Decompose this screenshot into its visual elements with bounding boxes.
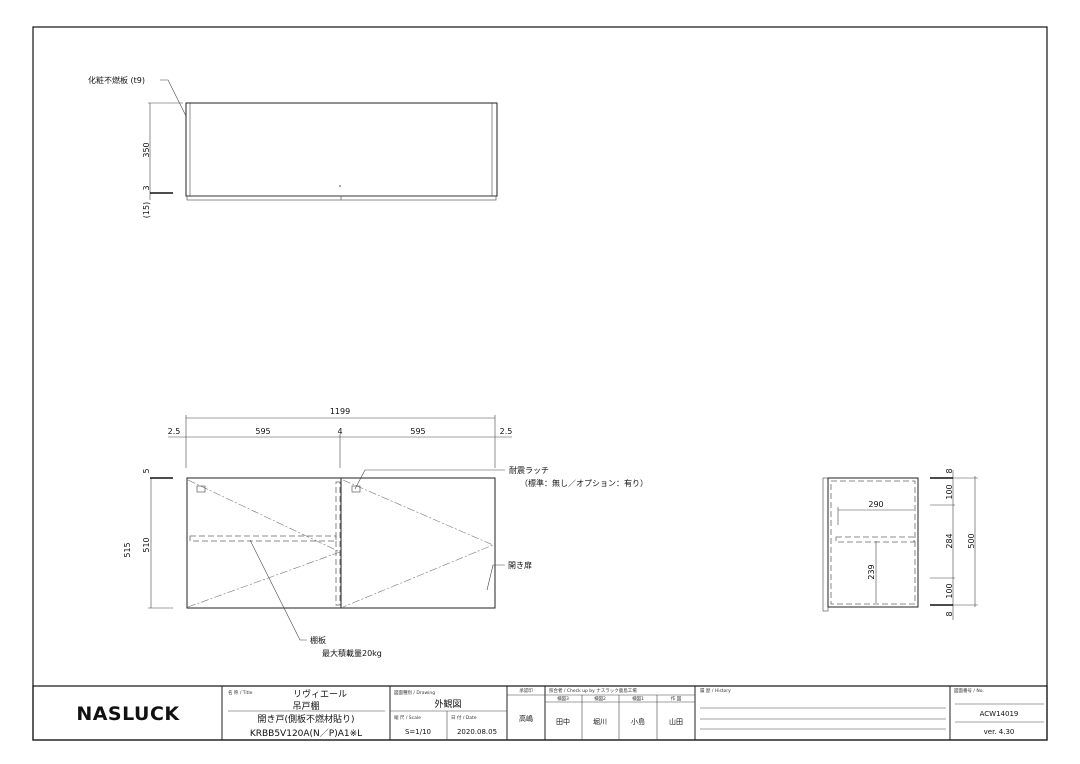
nasluck-logo: NASLUCK	[76, 703, 180, 725]
date-value: 2020.08.05	[457, 728, 497, 736]
checker-name: 山田	[669, 717, 683, 726]
dim-top-gap: 3	[142, 185, 151, 190]
side-view: 290 239 8 100 284 100 8 500	[822, 468, 978, 620]
check-label: 照合者 / Check up by ナスラック鹿島工場	[549, 687, 637, 694]
top-view-outline	[185, 102, 498, 197]
drawing-value: 外観図	[434, 698, 461, 710]
checker-name: 田中	[556, 717, 570, 726]
side-shelf	[835, 536, 915, 543]
checker-role: 検図1	[632, 695, 644, 702]
history-label: 履 歴 / History	[700, 688, 731, 694]
dim-door-height: 510	[142, 537, 151, 552]
latch-note: （標準：無し／オプション：有り）	[520, 478, 648, 488]
center-stile-hidden	[335, 481, 341, 606]
approval-value: 高嶋	[519, 714, 533, 723]
dim-right-edge: 2.5	[500, 427, 513, 436]
dim-overall-height: 515	[123, 542, 132, 557]
shelf-leader	[249, 539, 307, 641]
checker-role: 検図3	[557, 695, 569, 702]
scale-label: 縮 尺 / Scale	[394, 714, 421, 721]
dim-side-bottom: 8	[945, 611, 954, 616]
checker-name: 小島	[631, 717, 645, 726]
interior-hidden	[830, 480, 916, 605]
dim-left-edge: 2.5	[168, 427, 181, 436]
latch-icon	[351, 485, 361, 493]
checker-role: 検図2	[594, 695, 606, 702]
left-door-swing	[187, 479, 341, 608]
title-line-4: KRBB5V120A(N／P)A1※L	[250, 728, 362, 739]
door-label: 開き扉	[508, 560, 532, 570]
title-line-2: 吊戸棚	[292, 700, 319, 712]
checker-role: 作 図	[671, 695, 682, 702]
dim-center-gap: 4	[337, 427, 342, 436]
dim-top-gap-front: 5	[142, 468, 151, 473]
scale-value: S=1/10	[405, 728, 431, 736]
title-line-3: 開き戸(側板不燃材貼り)	[257, 713, 354, 725]
top-view: 化粧不燃板 (t9) 350 3 (15)	[88, 75, 498, 218]
number-label: 図面番号 / No.	[954, 687, 984, 694]
dim-top-door: (15)	[142, 202, 151, 218]
drawing-label: 図面種別 / Drawing	[394, 689, 435, 696]
dim-right-door: 595	[410, 427, 425, 436]
side-view-outline	[827, 477, 919, 608]
material-label: 化粧不燃板 (t9)	[88, 75, 145, 85]
right-door-swing	[342, 479, 494, 608]
dim-side-middle: 284	[945, 533, 954, 548]
dim-shelf-height: 239	[867, 564, 876, 579]
dim-top-height: 350	[142, 142, 151, 157]
checker-name: 堀川	[593, 717, 607, 726]
title-block: NASLUCK 名 称 / Title リヴィエール 吊戸棚 開き戸(側板不燃材…	[32, 685, 1048, 741]
title-line-1: リヴィエール	[293, 688, 347, 700]
shelf-hidden	[189, 535, 337, 542]
dim-overall-width: 1199	[330, 407, 350, 416]
center-mark	[339, 185, 341, 187]
latch-label: 耐震ラッチ	[509, 465, 549, 475]
door-edge	[186, 195, 497, 201]
title-label: 名 称 / Title	[228, 689, 253, 696]
title-block-frame	[32, 685, 1048, 741]
door-edge	[822, 477, 829, 612]
material-leader	[160, 79, 187, 117]
drawing-number: ACW14019	[980, 710, 1019, 718]
dim-left-door: 595	[255, 427, 270, 436]
door-leader	[486, 564, 505, 591]
date-label: 日 付 / Date	[451, 714, 477, 721]
approval-label: 承認印	[519, 687, 533, 694]
dim-side-upper: 100	[945, 484, 954, 499]
latch-leader	[354, 469, 505, 490]
dim-shelf-depth: 290	[868, 500, 883, 509]
version: ver. 4.30	[984, 728, 1015, 736]
sheet-frame	[32, 26, 1048, 741]
front-view: 1199 2.5 595 4 595 2.5 5 510 515 耐震ラッチ （…	[123, 407, 648, 658]
dim-side-top: 8	[945, 468, 954, 473]
dim-side-lower: 100	[945, 583, 954, 598]
shelf-label: 棚板	[310, 635, 326, 645]
shelf-note: 最大積載量20kg	[322, 648, 382, 658]
dim-side-overall: 500	[967, 533, 976, 548]
latch-icon	[196, 485, 206, 493]
